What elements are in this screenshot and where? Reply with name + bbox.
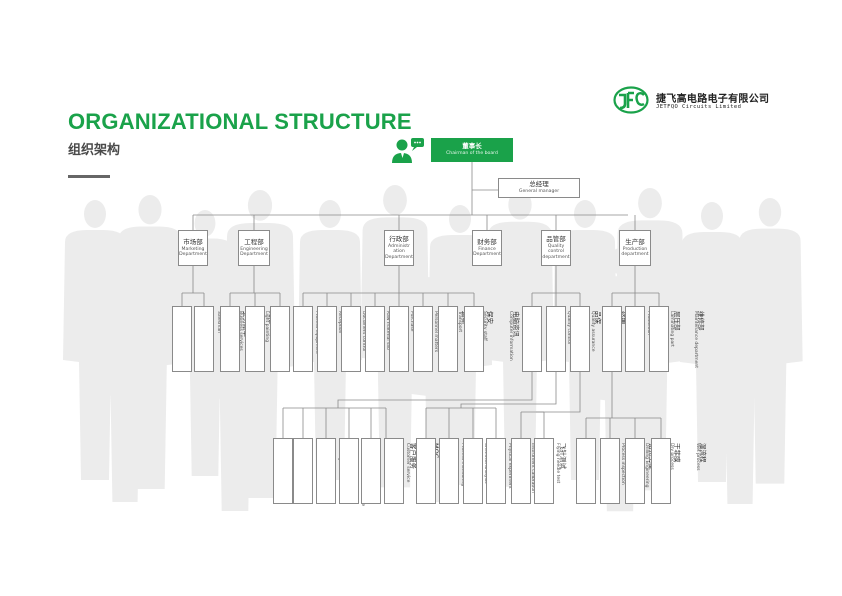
subunit-drilling-engineering: 钻孔工程Drilling Engineering <box>600 438 656 504</box>
subunit-label-en: Wet process <box>695 443 701 471</box>
unit-label: 品保 <box>594 311 602 324</box>
person-silhouette <box>711 252 769 504</box>
unit-production: 生产Production <box>602 306 658 372</box>
unit-label-en: Maintenance department <box>693 311 699 369</box>
subunit-needle-frame-test: 针架测试Needle frame test <box>534 438 590 504</box>
unit-label: 电脑资讯 <box>512 311 520 337</box>
dept-engineering: 工程部 Engineering Department <box>238 230 270 266</box>
person-with-speech-bubble-icon <box>392 138 424 163</box>
subunit-process-monitoring: 过程监控Process monitoring <box>416 438 472 504</box>
unit-light-painting: 光绘Light painting <box>220 306 276 372</box>
dept-marketing: 市场部 Marketing Department <box>178 230 208 266</box>
dept-label: 工程部 <box>244 237 264 246</box>
subunit-finished-warehouse: 成品仓Finished product warehouse <box>316 438 372 506</box>
subunit-iqc: IQC <box>273 438 329 504</box>
general-manager-box: 总经理 General manager <box>498 178 580 198</box>
general-manager-label: 总经理 <box>529 180 549 189</box>
dept-label-en: Marketing Department <box>179 246 207 258</box>
dept-finance: 财务部 Finance Department <box>472 230 502 266</box>
company-logo-icon <box>613 86 649 114</box>
dept-production: 生产部 Production department <box>619 230 651 266</box>
subunit-chemical-analysis: 化学分析Chemical analysis <box>439 438 495 504</box>
subunit-instrument-calibration: 仪校Instrument calibration <box>486 438 542 504</box>
chairman-label: 董事长 <box>462 142 482 151</box>
chairman-label-en: Chairman of the board <box>446 151 498 157</box>
dept-label: 行政部 <box>389 235 409 243</box>
unit-salesman: 业务员Salesman <box>172 306 228 372</box>
dept-label: 财务部 <box>477 237 497 246</box>
subunit-label-en: Flying needle test <box>555 443 561 484</box>
unit-management-manager: 经理Management manager <box>570 306 626 372</box>
subunit-label: 干菲膜 <box>673 443 681 463</box>
unit-label: 层压部 <box>673 311 681 331</box>
page-title: ORGANIZATIONAL STRUCTURE <box>68 109 412 134</box>
dept-label: 生产部 <box>625 237 645 246</box>
unit-label: 维修部 <box>697 311 705 331</box>
dept-label-en: Production department <box>621 246 649 258</box>
unit-reception: 前台Reception <box>293 306 349 372</box>
dept-label-en: Quality control department <box>542 244 570 260</box>
unit-personnel: 人事Personnel matters <box>389 306 445 372</box>
company-name-en: JETFQO Circuits Limited <box>656 104 742 110</box>
unit-transport: 运输Transport <box>413 306 469 372</box>
title-underline <box>68 175 110 178</box>
page-subtitle: 组织架构 <box>68 143 121 158</box>
unit-cam: CAM <box>245 306 301 372</box>
dept-label-en: Engineering Department <box>240 246 268 258</box>
subunit-label: 湿流程 <box>699 443 707 463</box>
unit-document-control: 文控Document control <box>317 306 373 372</box>
subunit-process-inspection: 过程检验Process inspection <box>576 438 632 504</box>
general-manager-label-en: General manager <box>518 189 560 195</box>
unit-raw-material-silo: 原物料仓Raw material silo <box>341 306 397 372</box>
unit-business-services: 业务跟单Business services <box>194 306 250 372</box>
dept-label: 市场部 <box>183 237 203 246</box>
subunit-label-en: Customer service <box>405 443 411 483</box>
dept-quality-control: 品管部 Quality control department <box>541 230 571 266</box>
subunit-mqc: MQC <box>384 438 440 504</box>
unit-process-equipment: 工治设备Process equipment <box>270 306 326 372</box>
company-name-cn: 捷飞高电路电子有限公司 <box>656 94 770 105</box>
subunit-packing: 包装Packing <box>293 438 349 504</box>
chairman-box: 董事长 Chairman of the board <box>431 138 513 162</box>
subunit-physical-experiment: 物理实验Physical experiment <box>463 438 519 504</box>
dept-label-en: Finance Department <box>473 246 501 258</box>
dept-label: 品管部 <box>546 235 566 243</box>
unit-label: 保安 <box>486 311 494 324</box>
subunit-label: 飞针测试 <box>559 443 567 469</box>
subunit-fqc: FQC <box>339 438 395 504</box>
person-silhouette <box>96 250 154 502</box>
unit-purchase: 采购Purchase <box>365 306 421 372</box>
dept-label-en: Administr ation Department <box>385 244 413 260</box>
unit-label-en: Computer information <box>508 311 514 361</box>
unit-quality-control: 品管Quality control <box>522 306 578 372</box>
dept-administration: 行政部 Administr ation Department <box>384 230 414 266</box>
subunit-label: 客户服务 <box>409 443 417 469</box>
